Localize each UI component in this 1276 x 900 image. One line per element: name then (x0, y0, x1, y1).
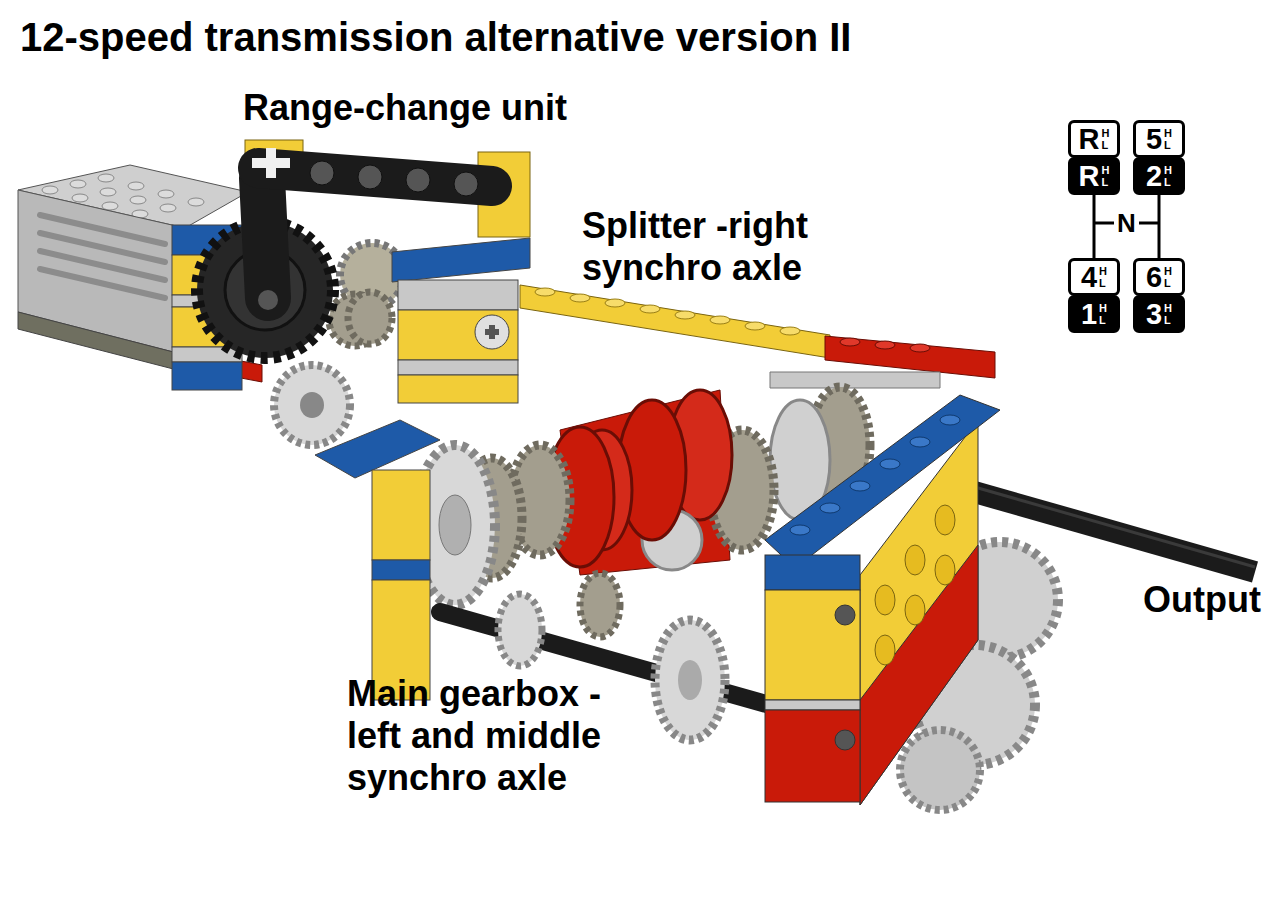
range-letter: H (1102, 164, 1110, 176)
range-letter: H (1099, 302, 1107, 314)
output-axle (950, 480, 1255, 572)
range-letter: L (1164, 277, 1172, 289)
range-letter: L (1099, 277, 1107, 289)
range-letter: H (1164, 265, 1172, 277)
range-letter: H (1102, 127, 1110, 139)
range-letter: L (1164, 176, 1172, 188)
right-frame (765, 395, 1000, 805)
gear-tile: 4HL (1068, 258, 1120, 296)
range-letter: L (1099, 314, 1107, 326)
range-marks: HL (1099, 302, 1107, 326)
gear-number: 1 (1081, 299, 1097, 329)
range-letter: L (1102, 139, 1110, 151)
left-front-column (315, 420, 440, 700)
gear-number: 2 (1146, 161, 1162, 191)
range-letter: H (1164, 127, 1172, 139)
range-marks: HL (1164, 302, 1172, 326)
range-letter: L (1102, 176, 1110, 188)
gear-tile: 5HL (1133, 120, 1185, 158)
unit-label: Main gearbox -left and middle synchro ax… (347, 673, 632, 799)
gear-tile: 1HL (1068, 295, 1120, 333)
range-marks: HL (1102, 127, 1110, 151)
gear-number: 3 (1146, 299, 1162, 329)
top-plates (520, 285, 995, 388)
splitter-column (348, 238, 530, 403)
gear-tile: 3HL (1133, 295, 1185, 333)
unit-label: Range-change unit (243, 87, 567, 129)
range-marks: HL (1102, 164, 1110, 188)
gear-number: R (1079, 124, 1100, 154)
range-marks: HL (1164, 265, 1172, 289)
gear-number: 6 (1146, 262, 1162, 292)
range-marks: HL (1164, 127, 1172, 151)
diagram-title: 12-speed transmission alternative versio… (20, 14, 851, 60)
range-change-lever (197, 140, 530, 358)
neutral-label: N (1114, 209, 1139, 237)
range-letter: H (1164, 302, 1172, 314)
gear-tile: RHL (1068, 120, 1120, 158)
gear-tile: 2HL (1133, 157, 1185, 195)
range-letter: L (1164, 139, 1172, 151)
range-marks: HL (1099, 265, 1107, 289)
gear-number: 5 (1146, 124, 1162, 154)
main-shaft-gears (415, 387, 870, 605)
shift-gate-lines (1094, 195, 1159, 258)
range-letter: H (1164, 164, 1172, 176)
range-letter: H (1099, 265, 1107, 277)
gear-number: R (1079, 161, 1100, 191)
range-marks: HL (1164, 164, 1172, 188)
gear-tile: RHL (1068, 157, 1120, 195)
unit-label: Splitter -right synchro axle (582, 205, 932, 289)
lower-shaft (440, 573, 770, 740)
gear-number: 4 (1081, 262, 1097, 292)
range-letter: L (1164, 314, 1172, 326)
gear-tile: 6HL (1133, 258, 1185, 296)
output-label: Output (1143, 579, 1261, 621)
